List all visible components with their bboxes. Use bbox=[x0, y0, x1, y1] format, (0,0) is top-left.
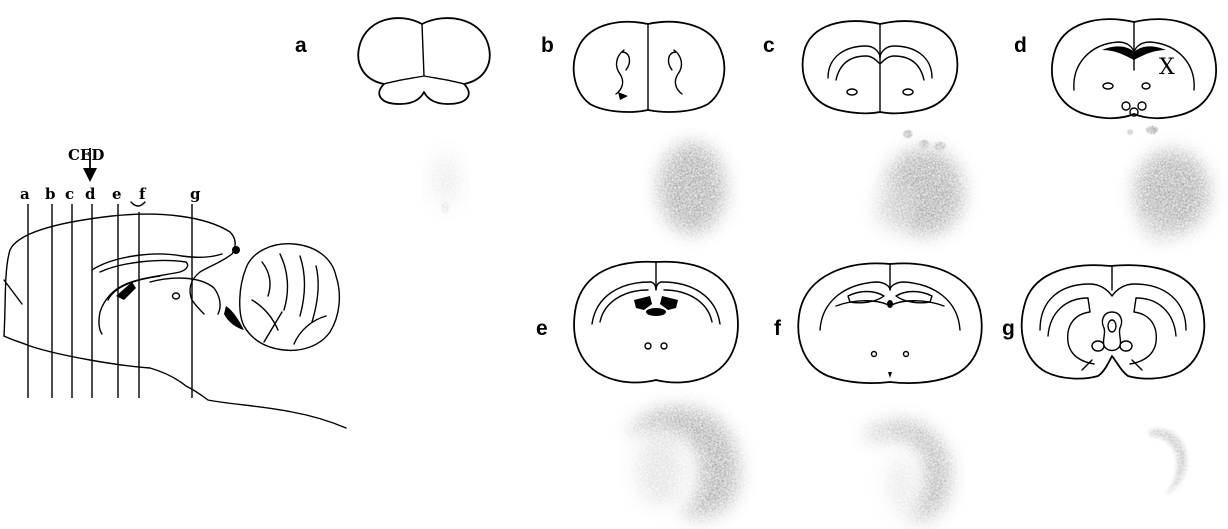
nucleus-dot bbox=[173, 293, 180, 299]
coronal-section-g bbox=[1022, 265, 1205, 378]
coronal-section-c bbox=[803, 21, 958, 113]
ventricle-outline bbox=[99, 260, 188, 334]
cerebellum-folia bbox=[252, 254, 326, 344]
panel-letter-a: a bbox=[295, 34, 307, 57]
hippocampus-curve bbox=[150, 278, 220, 314]
panel-letter-e: e bbox=[536, 317, 548, 340]
panel-letter-c: c bbox=[763, 34, 775, 57]
panel-letter-b: b bbox=[541, 34, 554, 57]
autoradiograph-d bbox=[1127, 126, 1210, 238]
ced-arrow-head bbox=[83, 168, 97, 182]
section-lines bbox=[28, 204, 192, 398]
section-label-d: d bbox=[85, 185, 96, 203]
coronal-section-d: X bbox=[1052, 19, 1216, 118]
section-label-b: b bbox=[45, 185, 56, 203]
panel-letter-d: d bbox=[1014, 34, 1027, 57]
panel-letter-f: f bbox=[774, 317, 782, 340]
coronal-section-a bbox=[358, 18, 489, 104]
autoradiograph-f bbox=[862, 421, 951, 521]
coronal-section-b bbox=[574, 22, 725, 112]
section-label-e: e bbox=[112, 185, 122, 203]
cerebrum-outline bbox=[4, 214, 235, 336]
section-label-g: g bbox=[190, 185, 201, 203]
section-label-c: c bbox=[65, 185, 74, 203]
coronal-section-e bbox=[574, 262, 738, 383]
autoradiograph-e bbox=[626, 407, 740, 519]
panel-letter-g: g bbox=[1002, 317, 1015, 340]
olfactory-outline bbox=[4, 280, 22, 304]
section-label-a: a bbox=[20, 185, 30, 203]
autoradiograph-b bbox=[658, 142, 726, 234]
coronal-section-f bbox=[798, 263, 981, 383]
cerebellum-outline bbox=[240, 244, 340, 351]
ced-label: CED bbox=[68, 146, 104, 164]
marker-x: X bbox=[1159, 55, 1175, 80]
autoradiograph-g bbox=[1150, 429, 1186, 496]
colliculus-dot bbox=[232, 246, 240, 254]
sagittal-brain-diagram: CED a b c d e f g bbox=[4, 146, 346, 428]
autoradiograph-c bbox=[878, 130, 964, 236]
section-label-f: f bbox=[139, 185, 147, 203]
autoradiograph-a bbox=[431, 154, 461, 214]
